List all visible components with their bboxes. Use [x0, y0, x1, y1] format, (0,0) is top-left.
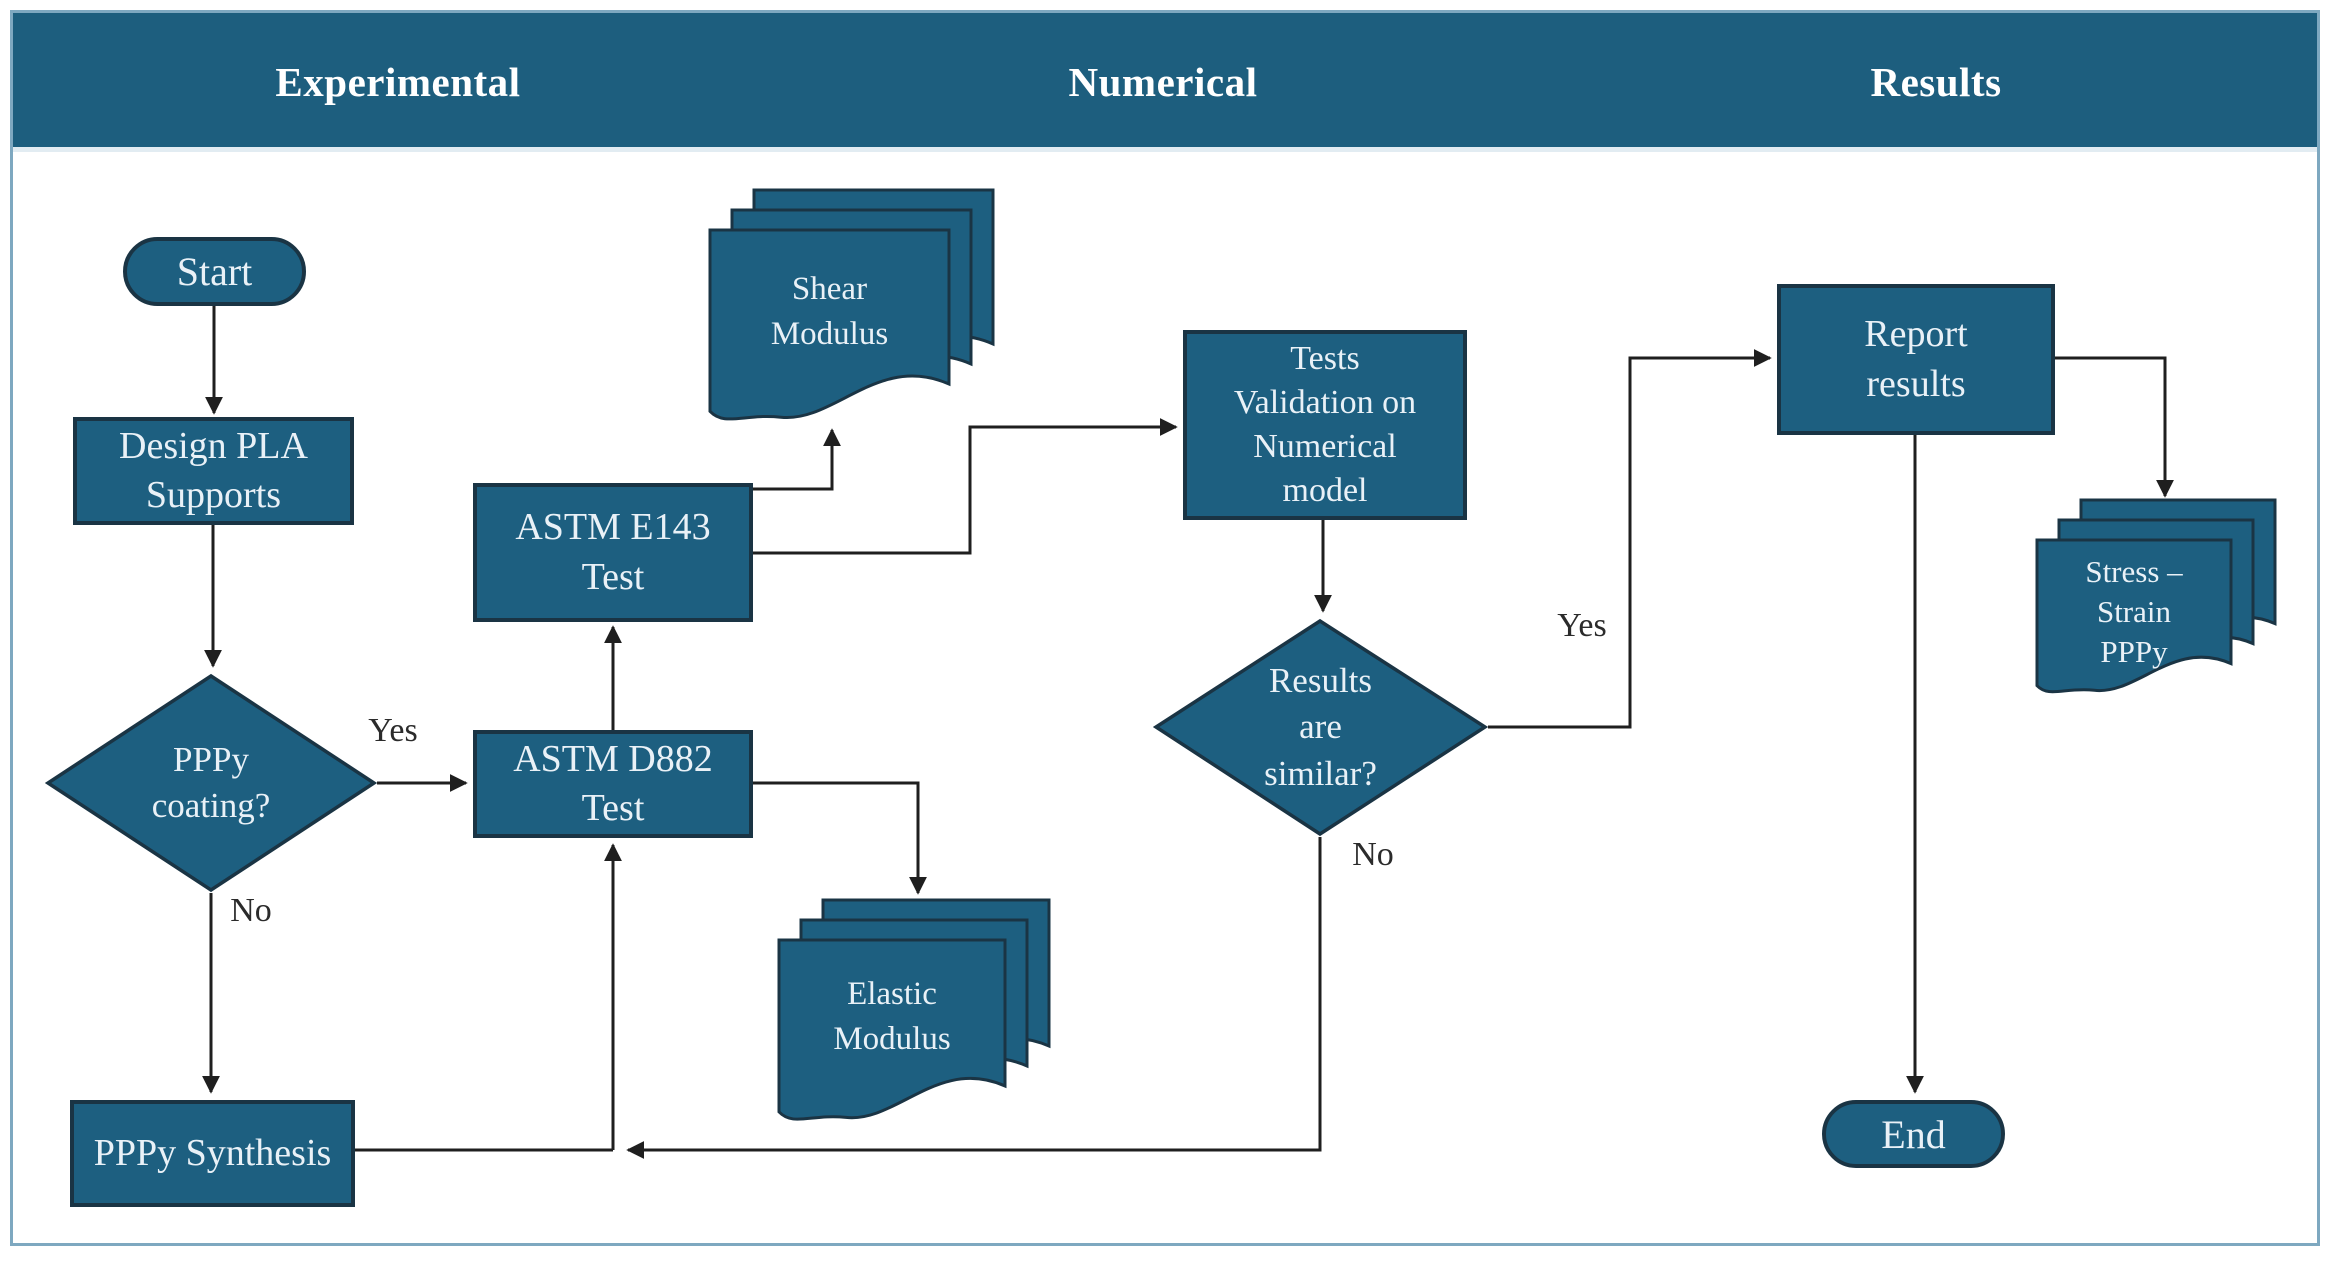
connector-e143-to-validation — [753, 418, 1178, 555]
node-tests-validation[interactable]: Tests Validation on Numerical model — [1183, 330, 1467, 520]
node-pppy-synthesis[interactable]: PPPy Synthesis — [70, 1100, 355, 1207]
column-title-numerical: Numerical — [1068, 59, 1258, 105]
connector-similar-no-feedback — [626, 837, 1322, 1159]
doc-elastic-modulus[interactable]: Elastic Modulus — [777, 898, 1055, 1136]
doc-stress-strain-pppy[interactable]: Stress – Strain PPPy — [2035, 498, 2281, 710]
decision-label: Results are similar? — [1264, 661, 1377, 793]
decision-diamond-shape — [45, 673, 377, 893]
connector-report-to-stress — [2055, 356, 2174, 498]
decision-diamond-shape — [1153, 618, 1488, 837]
decision-label: PPPy coating? — [151, 739, 271, 825]
header-band — [13, 13, 2317, 152]
column-title-experimental: Experimental — [275, 59, 521, 105]
node-results-similar-decision[interactable]: Results are similar? — [1153, 618, 1488, 837]
edge-label-similar-yes: Yes — [1557, 607, 1607, 644]
node-end[interactable]: End — [1822, 1100, 2005, 1168]
node-astm-d882-test[interactable]: ASTM D882 Test — [473, 730, 753, 838]
column-title-results: Results — [1870, 59, 2002, 105]
flowchart-frame — [10, 10, 2320, 1246]
connector-similar-yes-to-report — [1488, 349, 1772, 729]
node-design-pla-supports[interactable]: Design PLA Supports — [73, 417, 354, 525]
connector-d882-to-elastic — [753, 781, 927, 895]
doc-shear-modulus[interactable]: Shear Modulus — [708, 188, 999, 436]
node-astm-e143-test[interactable]: ASTM E143 Test — [473, 483, 753, 622]
node-report-results[interactable]: Report results — [1777, 284, 2055, 435]
node-pppy-coating-decision[interactable]: PPPy coating? — [45, 673, 377, 893]
connector-e143-to-shear — [753, 428, 841, 491]
document-sheet — [2035, 538, 2233, 694]
node-start[interactable]: Start — [123, 237, 306, 306]
doc-label: Stress – Strain PPPy — [2085, 554, 2183, 669]
document-sheet — [777, 938, 1007, 1121]
doc-label: Elastic Modulus — [833, 976, 951, 1057]
edge-label-similar-no: No — [1352, 836, 1394, 873]
doc-label: Shear Modulus — [770, 271, 889, 352]
edge-label-coating-no: No — [230, 892, 272, 929]
document-sheet — [708, 228, 951, 421]
edge-label-coating-yes: Yes — [368, 712, 418, 749]
